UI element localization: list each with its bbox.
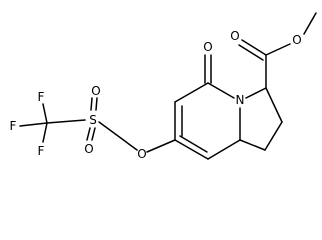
bond-c3-c2 bbox=[265, 87, 283, 123]
bond-c1-c8a bbox=[239, 139, 266, 151]
atom-labels: F F F S O O O N O O O bbox=[10, 29, 302, 161]
atom-f-bottom: F bbox=[38, 144, 45, 158]
bond-c-f-top bbox=[42, 103, 48, 124]
atom-o-methoxy: O bbox=[292, 33, 301, 47]
atom-o-sulfonyl-2: O bbox=[84, 142, 93, 156]
bond-s-o-upper-a bbox=[90, 97, 93, 111]
bond-s-o-link bbox=[98, 121, 138, 151]
bond-n-c3 bbox=[245, 87, 267, 99]
trifluoromethyl-bonds bbox=[19, 103, 86, 143]
bond-c7-c8-inner bbox=[179, 135, 208, 153]
bond-ester-c-o-a bbox=[241, 39, 267, 56]
bond-s-o-lower-a bbox=[86, 127, 91, 141]
atom-f-top: F bbox=[38, 90, 45, 104]
pyrrolidine-ring-bonds bbox=[239, 87, 283, 151]
atom-s: S bbox=[89, 113, 97, 127]
bond-c-f-left bbox=[19, 122, 48, 127]
bond-n-c5 bbox=[207, 82, 235, 99]
methyl-ester-bonds bbox=[238, 12, 317, 89]
bond-c8-c8a bbox=[207, 139, 241, 160]
atom-n-ring: N bbox=[236, 93, 245, 107]
pyridinone-ring-bonds bbox=[174, 54, 241, 160]
structure-svg: F F F S O O O N O O O bbox=[10, 12, 317, 161]
bond-c7-c8 bbox=[174, 139, 209, 160]
bond-c2-c1 bbox=[264, 121, 283, 151]
bond-s-o-upper-b bbox=[95, 97, 98, 111]
atom-f-left: F bbox=[10, 119, 17, 133]
atom-o-ester-link: O bbox=[137, 147, 146, 161]
atom-o-carbonyl: O bbox=[230, 29, 239, 43]
bond-o-ring bbox=[146, 139, 176, 153]
bond-ester-c-o-b bbox=[238, 44, 264, 61]
bond-o-methyl bbox=[303, 12, 317, 35]
atom-o-ketone: O bbox=[203, 40, 212, 54]
chemical-structure-diagram: F F F S O O O N O O O bbox=[10, 12, 317, 161]
bond-c5-c6 bbox=[174, 82, 209, 103]
bond-c-f-bottom bbox=[42, 122, 48, 143]
bond-s-o-lower-b bbox=[91, 127, 96, 141]
bond-ester-c-o-methoxy bbox=[265, 43, 291, 56]
bond-c-s bbox=[46, 119, 86, 124]
atom-o-sulfonyl-1: O bbox=[91, 84, 100, 98]
sulfonyl-bonds bbox=[86, 97, 176, 153]
